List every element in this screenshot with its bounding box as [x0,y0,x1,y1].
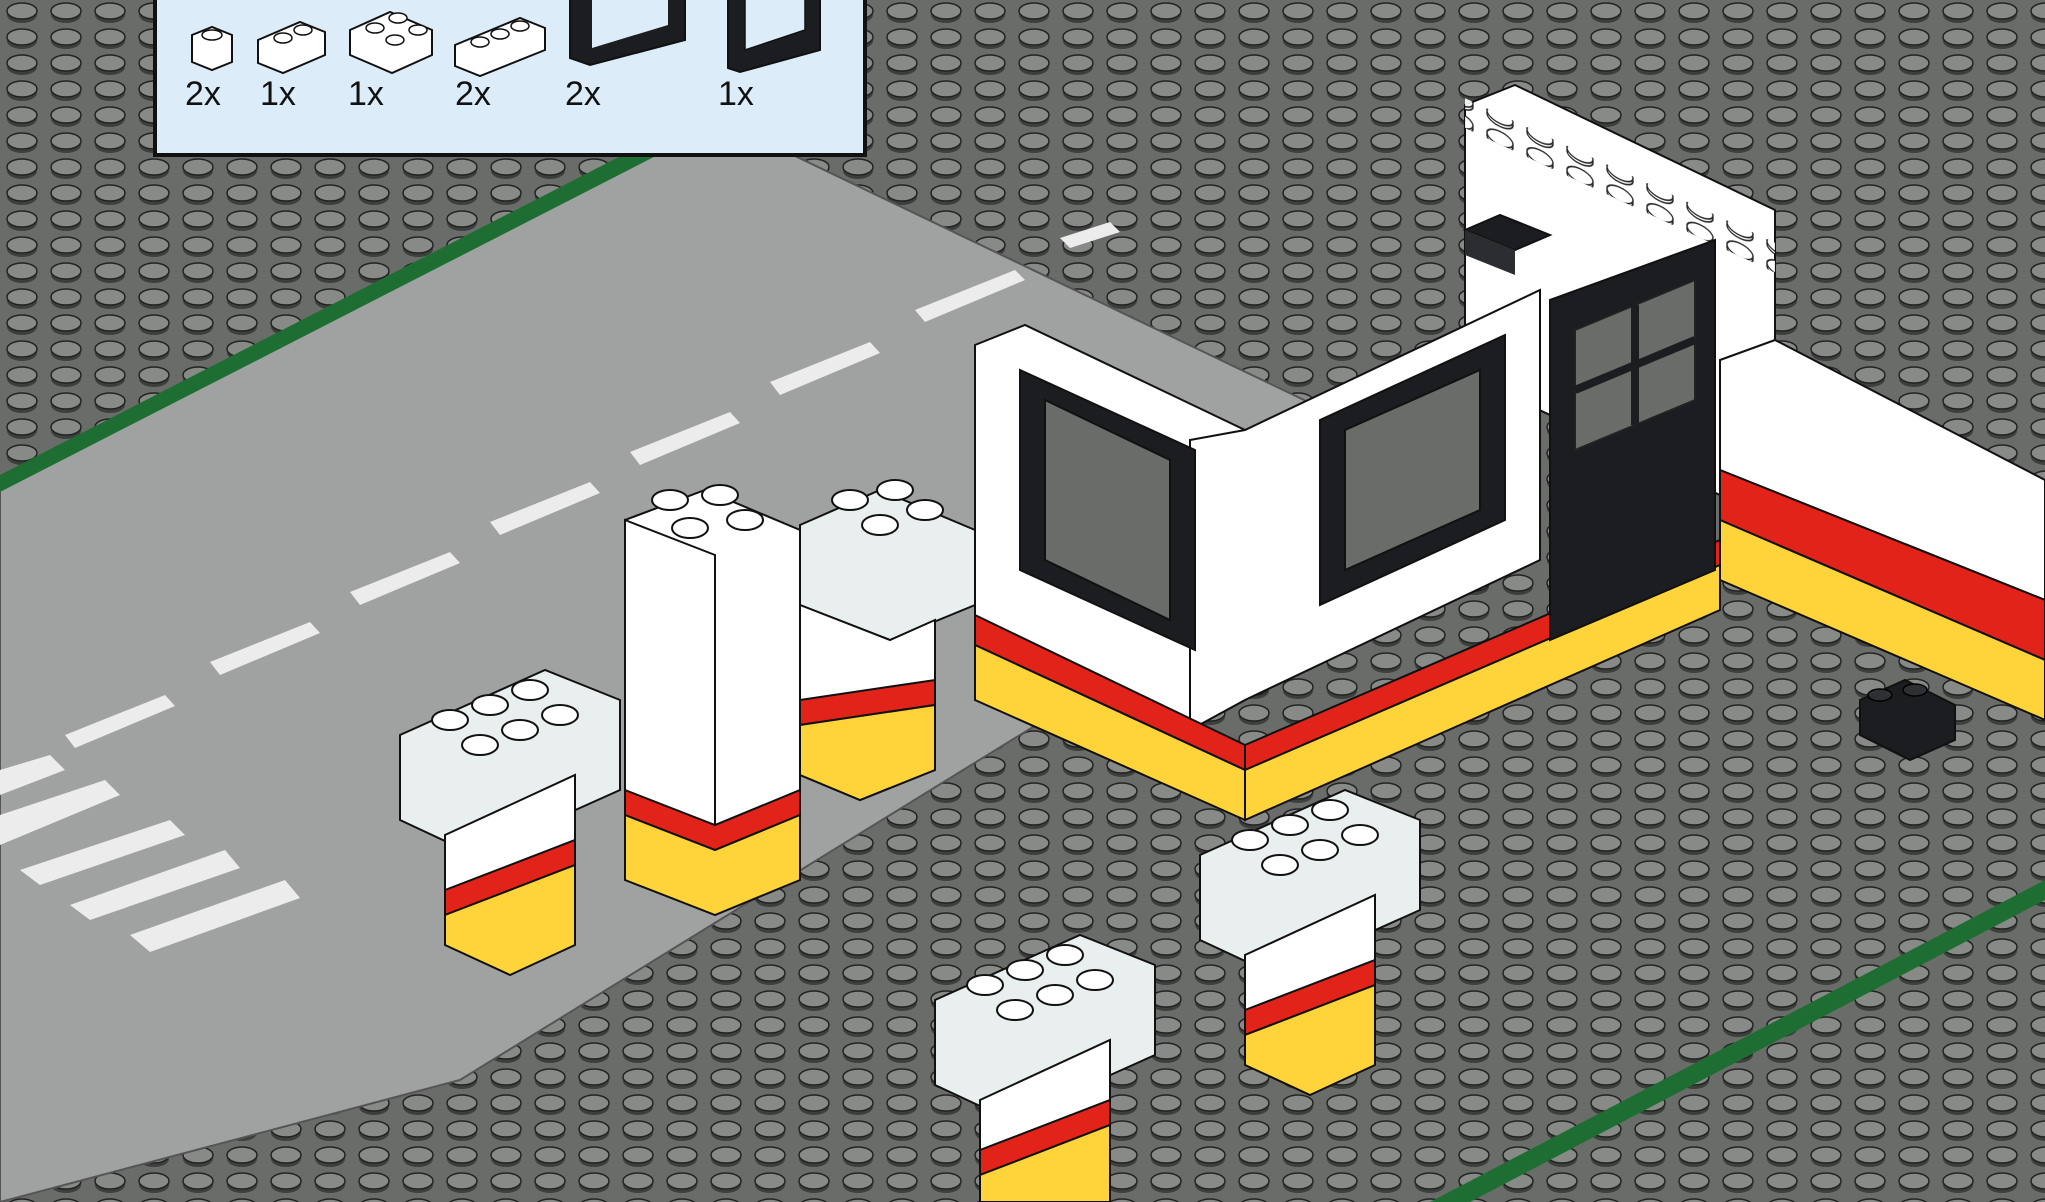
part-qty-1x3: 2x [455,75,491,113]
part-icon-1x1 [192,27,232,70]
part-qty-1x1: 2x [185,75,221,113]
part-qty-door: 1x [718,75,754,113]
door [1550,240,1715,640]
pillar-tall [625,485,800,915]
part-qty-window: 2x [565,75,601,113]
part-qty-1x2: 1x [260,75,296,113]
parts-list-box: 2x 1x 1x 2x 2x 1x [155,0,865,155]
part-qty-2x2: 1x [348,75,384,113]
